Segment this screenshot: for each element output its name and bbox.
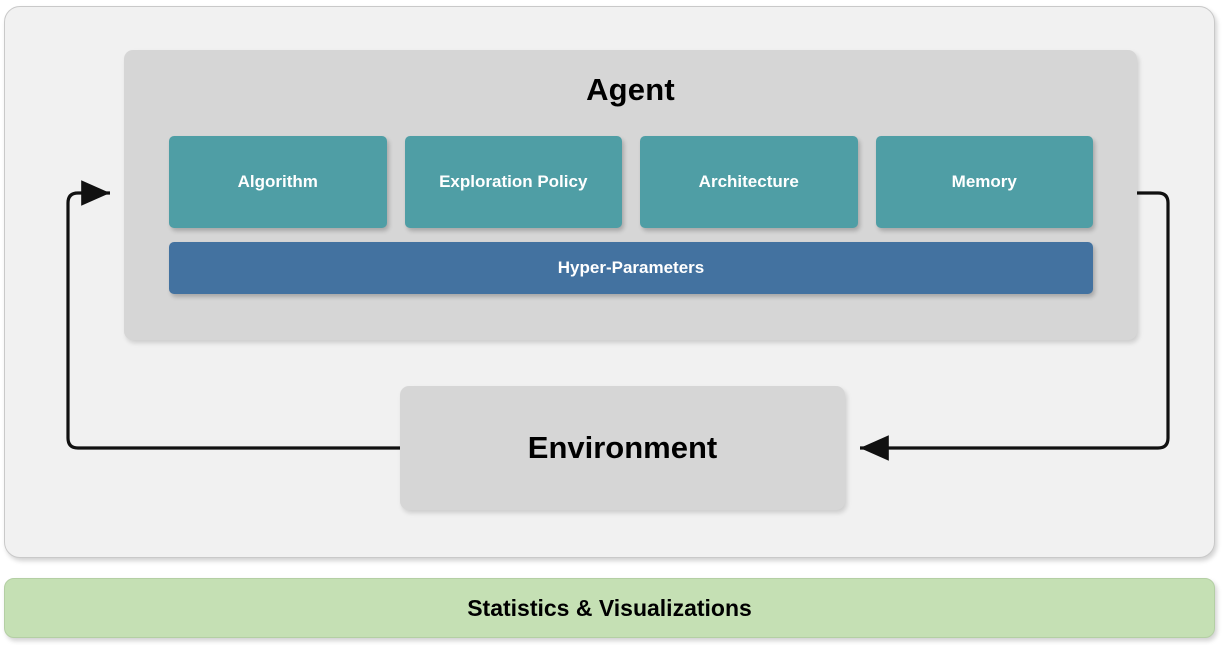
statistics-visualizations-label: Statistics & Visualizations — [467, 594, 752, 621]
agent-component-architecture[interactable]: Architecture — [640, 136, 858, 228]
statistics-visualizations-bar[interactable]: Statistics & Visualizations — [4, 578, 1215, 638]
agent-hyper-parameters-bar[interactable]: Hyper-Parameters — [169, 242, 1093, 294]
agent-component-exploration-policy[interactable]: Exploration Policy — [404, 136, 622, 228]
agent-component-algorithm[interactable]: Algorithm — [169, 136, 387, 228]
agent-title: Agent — [586, 72, 675, 107]
agent-panel: Agent Algorithm Exploration Policy Archi… — [124, 50, 1137, 340]
agent-component-memory[interactable]: Memory — [875, 136, 1093, 228]
agent-component-row: Algorithm Exploration Policy Architectur… — [169, 136, 1093, 228]
environment-title: Environment — [527, 430, 718, 465]
environment-panel: Environment — [400, 386, 845, 510]
